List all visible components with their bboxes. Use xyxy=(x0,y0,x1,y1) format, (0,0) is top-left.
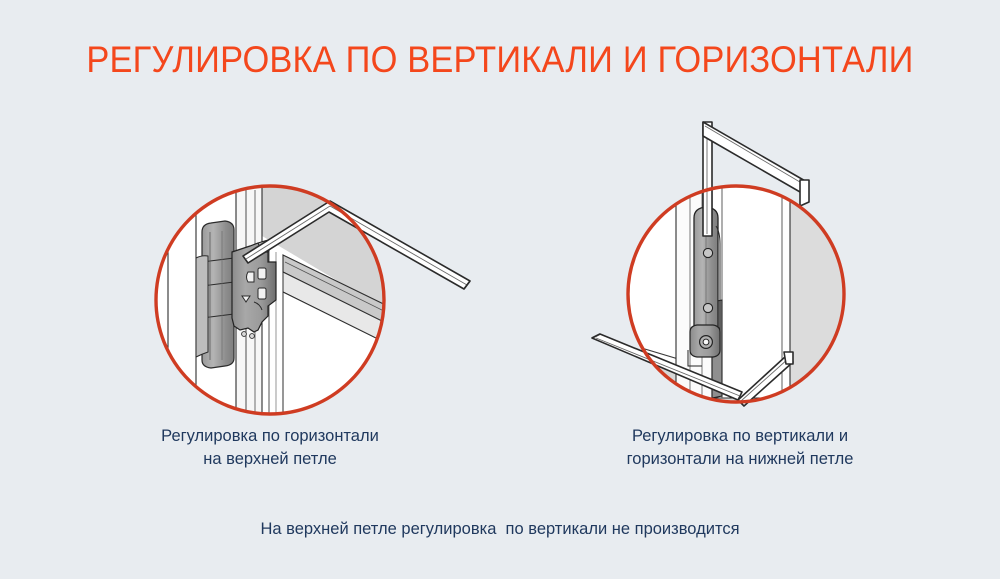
allen-key-left xyxy=(242,200,471,290)
caption-right: Регулировка по вертикали и горизонтали н… xyxy=(626,427,854,468)
right-illustration xyxy=(591,121,846,407)
allen-key-right-top xyxy=(702,121,810,237)
right-highlight-circle xyxy=(626,184,846,404)
left-highlight-circle xyxy=(154,184,386,416)
left-illustration xyxy=(154,184,471,416)
allen-key-right-bottom xyxy=(591,333,794,407)
footnote-text: На верхней петле регулировка по вертикал… xyxy=(260,520,740,538)
page-title: РЕГУЛИРОВКА ПО ВЕРТИКАЛИ И ГОРИЗОНТАЛИ xyxy=(86,39,914,80)
caption-left: Регулировка по горизонтали на верхней пе… xyxy=(161,427,379,468)
